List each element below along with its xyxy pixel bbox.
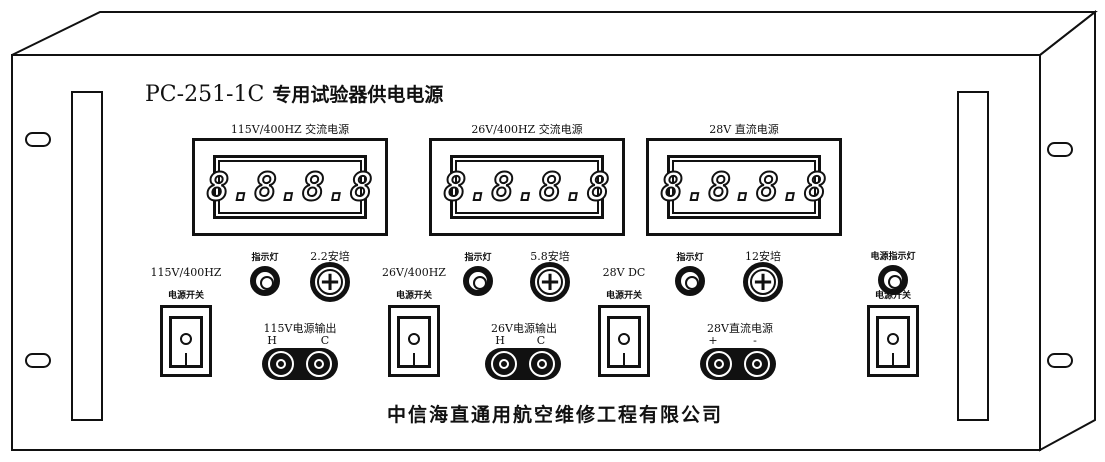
terminal-jack[interactable] [529,351,555,377]
power-switch-115v[interactable] [160,305,212,377]
output-terminals-26v [485,348,561,380]
display-28v: 8.8.8.8 [646,138,842,236]
display-115v: 8.8.8.8 [192,138,388,236]
display-reading: 8.8.8.8 [659,164,828,210]
terminal-jack[interactable] [491,351,517,377]
lamp-label: 指示灯 [464,253,492,263]
terminal-jack[interactable] [706,351,732,377]
terminal-label: C [536,334,546,347]
fuse-holder-icon[interactable]: + [743,262,783,302]
terminal-label: H [267,334,277,347]
switch-label: 电源开关 [167,291,205,301]
lamp-label: 指示灯 [251,253,279,263]
terminal-label: + [708,334,718,347]
fuse-label: 2.2安培 [310,250,350,263]
indicator-lamp-icon [250,266,280,296]
fuse-holder-icon[interactable]: + [530,262,570,302]
terminal-jack[interactable] [306,351,332,377]
display-26v: 8.8.8.8 [429,138,625,236]
display-label-115v: 115V/400HZ 交流电源 [230,123,350,136]
main-power-switch[interactable] [867,305,919,377]
terminal-label: - [753,334,757,347]
fuse-label: 12安培 [745,250,781,263]
terminal-jack[interactable] [744,351,770,377]
lamp-label: 指示灯 [676,253,704,263]
terminal-label: H [495,334,505,347]
display-label-26v: 26V/400HZ 交流电源 [471,123,583,136]
on-symbol-icon [892,353,894,367]
display-reading: 8.8.8.8 [442,164,611,210]
panel-title: PC-251-1C 专用试验器供电电源 [145,80,443,107]
display-label-28v: 28V 直流电源 [709,123,779,136]
display-reading: 8.8.8.8 [205,164,374,210]
on-symbol-icon [623,353,625,367]
off-symbol-icon [408,333,420,345]
power-switch-28v[interactable] [598,305,650,377]
off-symbol-icon [180,333,192,345]
off-symbol-icon [887,333,899,345]
fuse-label: 5.8安培 [530,250,570,263]
output-label: 26V电源输出 [491,322,557,335]
panel-name: 专用试验器供电电源 [272,84,444,106]
channel-name: 115V/400HZ [150,266,222,279]
indicator-lamp-icon [463,266,493,296]
on-symbol-icon [185,353,187,367]
terminal-label: C [320,334,330,347]
output-terminals-115v [262,348,338,380]
switch-label: 电源开关 [605,291,643,301]
on-symbol-icon [413,353,415,367]
terminal-jack[interactable] [268,351,294,377]
output-label: 28V直流电源 [707,322,773,335]
channel-name: 26V/400HZ [382,266,446,279]
main-switch-label: 电源开关 [874,291,912,301]
model-number: PC-251-1C [145,82,265,107]
switch-label: 电源开关 [395,291,433,301]
indicator-lamp-icon [675,266,705,296]
fuse-holder-icon[interactable]: + [310,262,350,302]
main-indicator-lamp-icon [878,265,908,295]
main-lamp-label: 电源指示灯 [870,252,916,262]
channel-name: 28V DC [602,266,646,279]
output-terminals-28v [700,348,776,380]
output-label: 115V电源输出 [263,322,337,335]
off-symbol-icon [618,333,630,345]
power-switch-26v[interactable] [388,305,440,377]
company-name: 中信海直通用航空维修工程有限公司 [386,404,724,426]
